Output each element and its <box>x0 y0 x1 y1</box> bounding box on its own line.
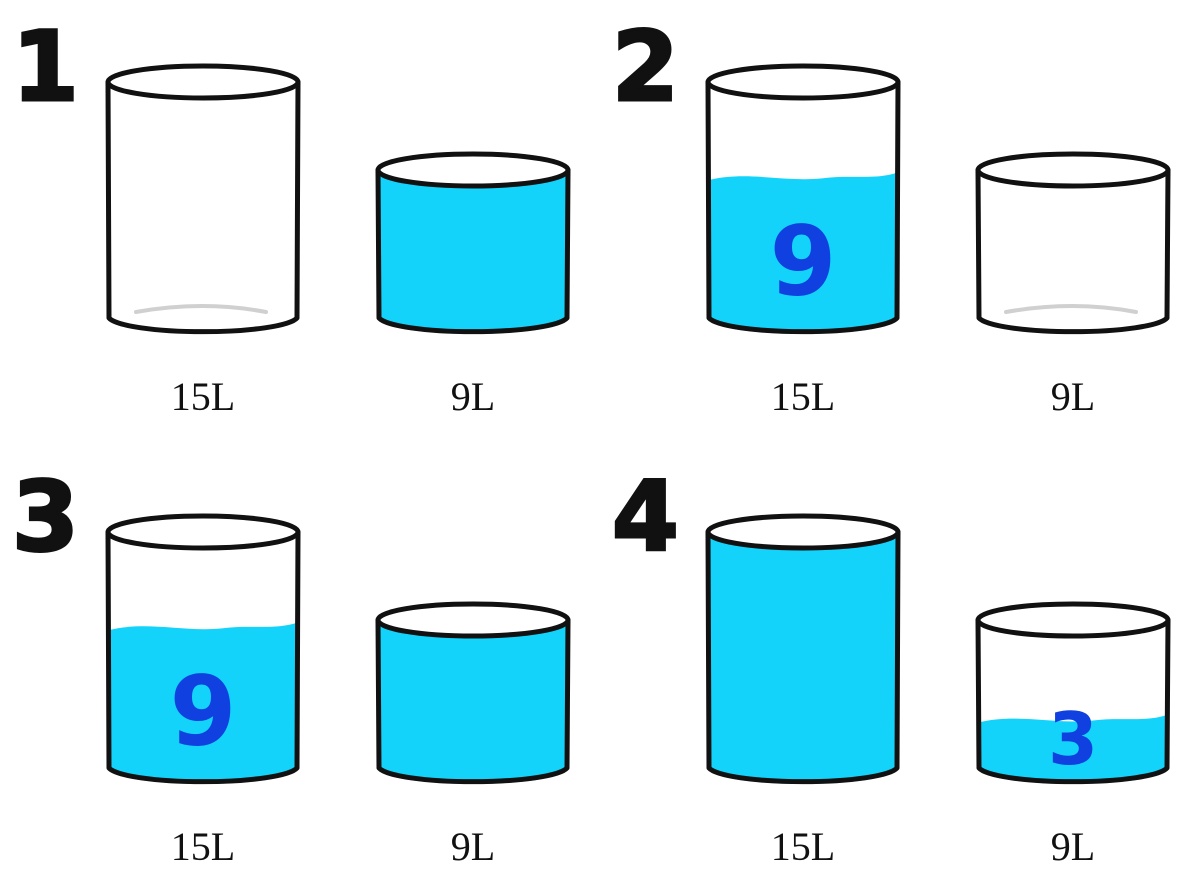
jug-outline <box>105 529 301 785</box>
empty-bottom-shadow <box>1004 304 1138 314</box>
jug-9l: 3 9L <box>975 601 1171 869</box>
water-fill <box>378 604 568 784</box>
jug-outline <box>375 167 571 335</box>
step-number: 3 <box>12 461 79 573</box>
jug-rim <box>975 601 1171 639</box>
jug-15l: 15L <box>105 63 301 419</box>
capacity-label: 15L <box>171 824 235 869</box>
jug-15l: 15L <box>705 513 901 869</box>
capacity-label: 9L <box>451 374 495 419</box>
jug-rim <box>105 513 301 551</box>
capacity-label: 9L <box>1051 374 1095 419</box>
step-panel-4: 4 15L 3 9L <box>611 460 1171 869</box>
step-panel-3: 39 15L 9L <box>11 460 571 869</box>
empty-bottom-shadow <box>134 304 268 314</box>
step-number: 2 <box>612 11 679 123</box>
jug-9l: 9L <box>975 151 1171 419</box>
jug-outline <box>705 529 901 785</box>
jug-rim <box>975 151 1171 189</box>
jug-outline <box>975 617 1171 785</box>
jug-outline <box>105 79 301 335</box>
step-number: 4 <box>612 461 679 573</box>
jug-9l: 9L <box>375 601 571 869</box>
capacity-label: 15L <box>771 824 835 869</box>
step-panel-2: 29 15L 9L <box>611 10 1171 419</box>
jug-outline <box>975 167 1171 335</box>
jug-15l: 9 15L <box>705 63 901 419</box>
capacity-label: 15L <box>771 374 835 419</box>
water-amount-label: 3 <box>1048 697 1098 781</box>
jug-15l: 9 15L <box>105 513 301 869</box>
jug-rim <box>105 63 301 101</box>
jug-rim <box>705 63 901 101</box>
water-amount-label: 9 <box>770 205 837 317</box>
water-fill <box>978 714 1168 784</box>
jug-rim <box>705 513 901 551</box>
jug-outline <box>705 79 901 335</box>
capacity-label: 15L <box>171 374 235 419</box>
jug-rim <box>375 601 571 639</box>
capacity-label: 9L <box>1051 824 1095 869</box>
water-fill <box>108 622 298 784</box>
water-fill <box>708 172 898 334</box>
water-fill <box>378 154 568 334</box>
water-fill <box>708 516 898 784</box>
capacity-label: 9L <box>451 824 495 869</box>
jug-outline <box>375 617 571 785</box>
step-number: 1 <box>12 11 79 123</box>
jug-rim <box>375 151 571 189</box>
water-amount-label: 9 <box>170 655 237 767</box>
jug-9l: 9L <box>375 151 571 419</box>
step-panel-1: 1 15L 9L <box>11 10 571 419</box>
